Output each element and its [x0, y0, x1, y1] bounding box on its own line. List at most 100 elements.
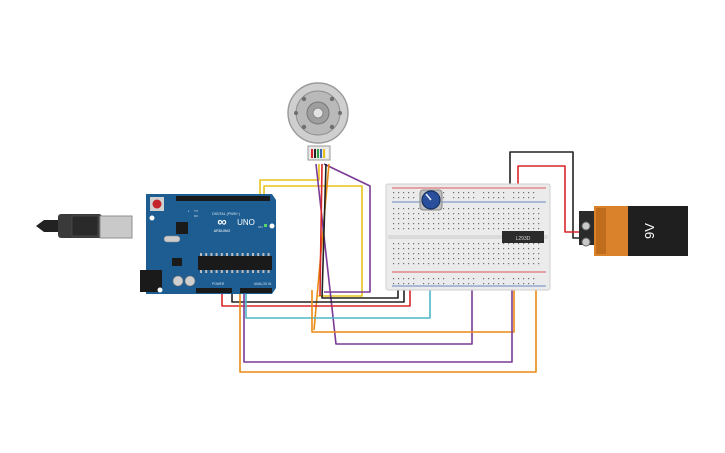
wire-motor-yellow-2[interactable]: [263, 185, 363, 297]
breadboard-hole[interactable]: [413, 243, 415, 245]
breadboard-hole[interactable]: [413, 197, 415, 199]
breadboard-hole[interactable]: [403, 248, 405, 250]
breadboard-hole[interactable]: [418, 228, 420, 230]
breadboard-hole[interactable]: [438, 253, 440, 255]
breadboard-hole[interactable]: [538, 208, 540, 210]
breadboard-hole[interactable]: [443, 223, 445, 225]
breadboard-hole[interactable]: [448, 218, 450, 220]
breadboard-hole[interactable]: [493, 218, 495, 220]
breadboard-hole[interactable]: [458, 228, 460, 230]
breadboard-hole[interactable]: [513, 253, 515, 255]
breadboard-hole[interactable]: [413, 218, 415, 220]
breadboard-hole[interactable]: [518, 218, 520, 220]
breadboard-hole[interactable]: [523, 263, 525, 265]
breadboard-hole[interactable]: [468, 243, 470, 245]
breadboard-hole[interactable]: [453, 208, 455, 210]
breadboard-hole[interactable]: [458, 278, 460, 280]
breadboard-hole[interactable]: [458, 253, 460, 255]
breadboard-hole[interactable]: [473, 283, 475, 285]
breadboard-hole[interactable]: [458, 243, 460, 245]
breadboard-hole[interactable]: [518, 253, 520, 255]
breadboard-hole[interactable]: [463, 248, 465, 250]
breadboard-hole[interactable]: [433, 223, 435, 225]
breadboard-hole[interactable]: [493, 248, 495, 250]
breadboard-hole[interactable]: [523, 208, 525, 210]
breadboard-hole[interactable]: [393, 258, 395, 260]
wire-motor-purple[interactable]: [323, 163, 371, 293]
breadboard-hole[interactable]: [533, 243, 535, 245]
breadboard-hole[interactable]: [393, 263, 395, 265]
breadboard-hole[interactable]: [468, 218, 470, 220]
breadboard-hole[interactable]: [528, 258, 530, 260]
breadboard-hole[interactable]: [428, 248, 430, 250]
breadboard-hole[interactable]: [408, 192, 410, 194]
breadboard-hole[interactable]: [408, 253, 410, 255]
breadboard-hole[interactable]: [393, 228, 395, 230]
breadboard-hole[interactable]: [443, 258, 445, 260]
breadboard-hole[interactable]: [458, 248, 460, 250]
breadboard-hole[interactable]: [518, 213, 520, 215]
breadboard-hole[interactable]: [503, 283, 505, 285]
breadboard-hole[interactable]: [498, 223, 500, 225]
breadboard-hole[interactable]: [418, 253, 420, 255]
breadboard-hole[interactable]: [438, 223, 440, 225]
breadboard-hole[interactable]: [428, 283, 430, 285]
breadboard-hole[interactable]: [398, 223, 400, 225]
breadboard-hole[interactable]: [463, 228, 465, 230]
breadboard-hole[interactable]: [473, 223, 475, 225]
breadboard-hole[interactable]: [393, 197, 395, 199]
breadboard-hole[interactable]: [413, 278, 415, 280]
breadboard-hole[interactable]: [423, 278, 425, 280]
breadboard-hole[interactable]: [438, 278, 440, 280]
breadboard-hole[interactable]: [488, 243, 490, 245]
breadboard-hole[interactable]: [413, 258, 415, 260]
breadboard-hole[interactable]: [438, 283, 440, 285]
breadboard-hole[interactable]: [458, 223, 460, 225]
breadboard-hole[interactable]: [413, 263, 415, 265]
breadboard-hole[interactable]: [523, 228, 525, 230]
breadboard-hole[interactable]: [398, 283, 400, 285]
breadboard-hole[interactable]: [533, 192, 535, 194]
breadboard-hole[interactable]: [508, 208, 510, 210]
breadboard-hole[interactable]: [468, 223, 470, 225]
breadboard-hole[interactable]: [538, 263, 540, 265]
breadboard-hole[interactable]: [413, 208, 415, 210]
breadboard-hole[interactable]: [533, 263, 535, 265]
breadboard-hole[interactable]: [448, 213, 450, 215]
breadboard-hole[interactable]: [448, 208, 450, 210]
breadboard-hole[interactable]: [438, 243, 440, 245]
breadboard-hole[interactable]: [443, 283, 445, 285]
breadboard-hole[interactable]: [518, 243, 520, 245]
breadboard-hole[interactable]: [418, 208, 420, 210]
breadboard-hole[interactable]: [483, 283, 485, 285]
breadboard-hole[interactable]: [393, 223, 395, 225]
analog-header[interactable]: [240, 288, 272, 293]
breadboard-hole[interactable]: [488, 218, 490, 220]
breadboard-hole[interactable]: [408, 243, 410, 245]
breadboard-hole[interactable]: [448, 263, 450, 265]
breadboard-hole[interactable]: [483, 218, 485, 220]
breadboard-hole[interactable]: [393, 253, 395, 255]
breadboard-hole[interactable]: [513, 228, 515, 230]
breadboard-hole[interactable]: [493, 283, 495, 285]
breadboard-hole[interactable]: [398, 263, 400, 265]
breadboard-hole[interactable]: [448, 223, 450, 225]
breadboard-hole[interactable]: [528, 208, 530, 210]
breadboard-hole[interactable]: [498, 197, 500, 199]
breadboard-hole[interactable]: [433, 263, 435, 265]
breadboard-hole[interactable]: [453, 253, 455, 255]
breadboard-hole[interactable]: [528, 253, 530, 255]
breadboard-hole[interactable]: [463, 278, 465, 280]
breadboard-hole[interactable]: [433, 248, 435, 250]
breadboard-hole[interactable]: [403, 253, 405, 255]
breadboard-hole[interactable]: [538, 218, 540, 220]
breadboard-hole[interactable]: [518, 228, 520, 230]
breadboard-hole[interactable]: [498, 218, 500, 220]
breadboard-hole[interactable]: [483, 258, 485, 260]
breadboard-hole[interactable]: [478, 228, 480, 230]
breadboard-hole[interactable]: [498, 253, 500, 255]
breadboard-hole[interactable]: [463, 243, 465, 245]
breadboard-hole[interactable]: [398, 228, 400, 230]
breadboard-hole[interactable]: [398, 258, 400, 260]
breadboard-hole[interactable]: [523, 197, 525, 199]
